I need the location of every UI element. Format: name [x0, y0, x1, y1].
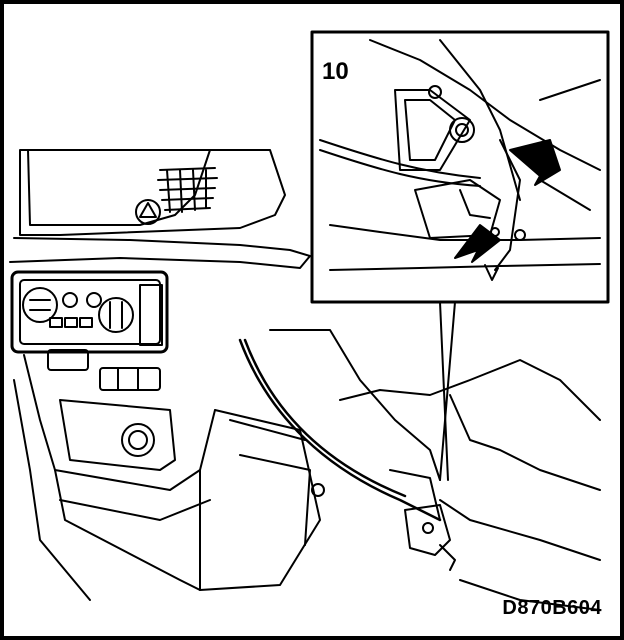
right-trim	[269, 329, 601, 611]
latch-bracket	[404, 504, 456, 571]
climate-control-panel	[10, 270, 169, 354]
arrow-icon	[454, 139, 561, 263]
cable	[238, 338, 442, 522]
center-console	[13, 349, 211, 601]
figure-code: D870B604	[502, 597, 602, 619]
callout-label: 10	[322, 58, 349, 85]
hazard-button	[135, 199, 161, 225]
lower-panel	[199, 409, 325, 591]
center-vent	[157, 167, 218, 213]
